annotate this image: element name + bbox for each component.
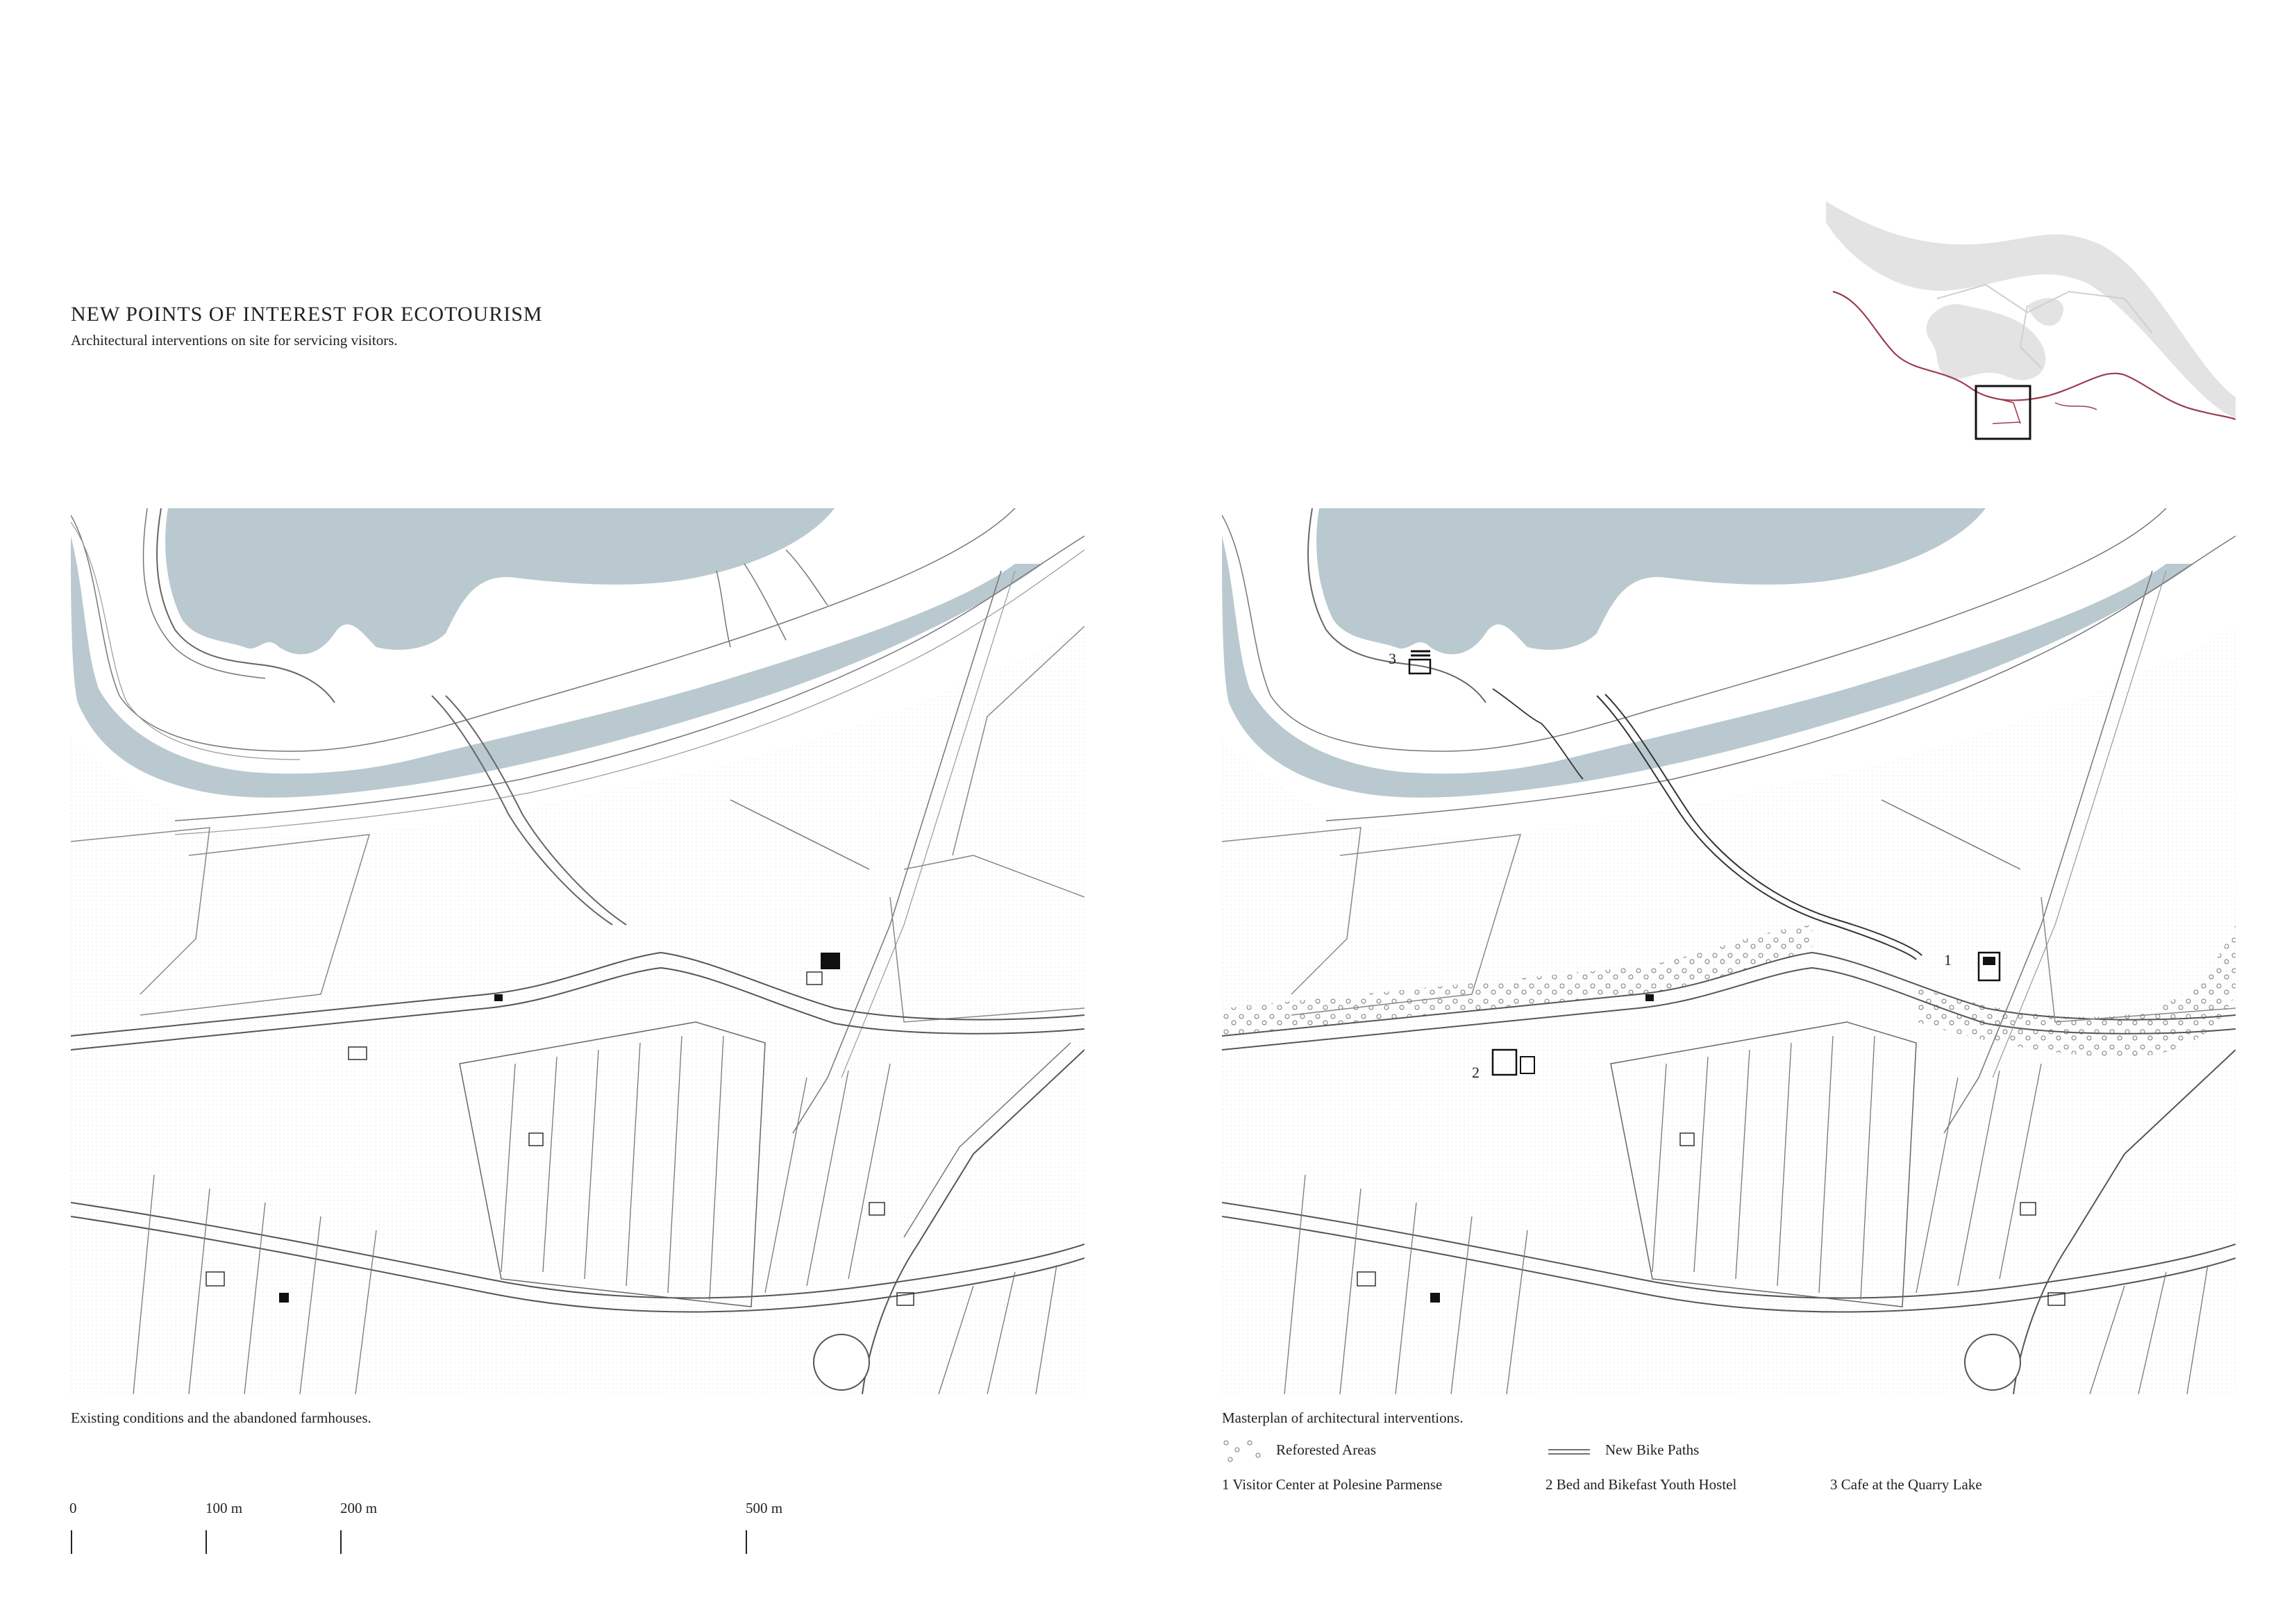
legend-item-visitor-center: 1 Visitor Center at Polesine Parmense <box>1222 1476 1443 1493</box>
bike-path-swatch-icon <box>1548 1449 1590 1455</box>
existing-conditions-map <box>71 508 1084 1394</box>
marker-2: 2 <box>1472 1064 1480 1081</box>
key-plan <box>1819 194 2236 444</box>
marker-1: 1 <box>1944 951 1952 969</box>
legend-item-cafe: 3 Cafe at the Quarry Lake <box>1830 1476 1982 1493</box>
scale-label-0: 0 <box>69 1500 77 1516</box>
farmhouse-icon <box>821 953 840 969</box>
legend-bike-paths-label: New Bike Paths <box>1605 1441 1700 1458</box>
masterplan-map-graphic <box>1222 508 2236 1394</box>
youth-hostel-building <box>1491 1048 1518 1076</box>
page-title: NEW POINTS OF INTEREST FOR ECOTOURISM <box>71 303 543 326</box>
legend-item-youth-hostel: 2 Bed and Bikefast Youth Hostel <box>1545 1476 1737 1493</box>
scale-bar: 0 100 m 200 m 500 m <box>69 1500 833 1562</box>
masterplan-map: 1 2 3 <box>1222 508 2236 1394</box>
existing-map-caption: Existing conditions and the abandoned fa… <box>71 1409 371 1426</box>
marker-3: 3 <box>1389 650 1396 667</box>
scale-label-100: 100 m <box>206 1500 243 1516</box>
page-subtitle: Architectural interventions on site for … <box>71 332 398 349</box>
key-plan-graphic <box>1826 201 2236 440</box>
cafe-building <box>1408 658 1432 675</box>
legend: Reforested Areas New Bike Paths 1 Visito… <box>1222 1437 2125 1514</box>
masterplan-map-caption: Masterplan of architectural intervention… <box>1222 1409 1464 1426</box>
reforested-swatch-icon <box>1223 1440 1261 1462</box>
visitor-center-building <box>1977 951 2001 982</box>
scale-label-200: 200 m <box>340 1500 378 1516</box>
scale-tick-200 <box>340 1530 342 1554</box>
scale-label-500: 500 m <box>746 1500 783 1516</box>
scale-tick-500 <box>746 1530 747 1554</box>
existing-map-graphic <box>71 508 1084 1394</box>
scale-tick-0 <box>71 1530 72 1554</box>
scale-tick-100 <box>206 1530 207 1554</box>
legend-reforested-label: Reforested Areas <box>1276 1441 1377 1458</box>
